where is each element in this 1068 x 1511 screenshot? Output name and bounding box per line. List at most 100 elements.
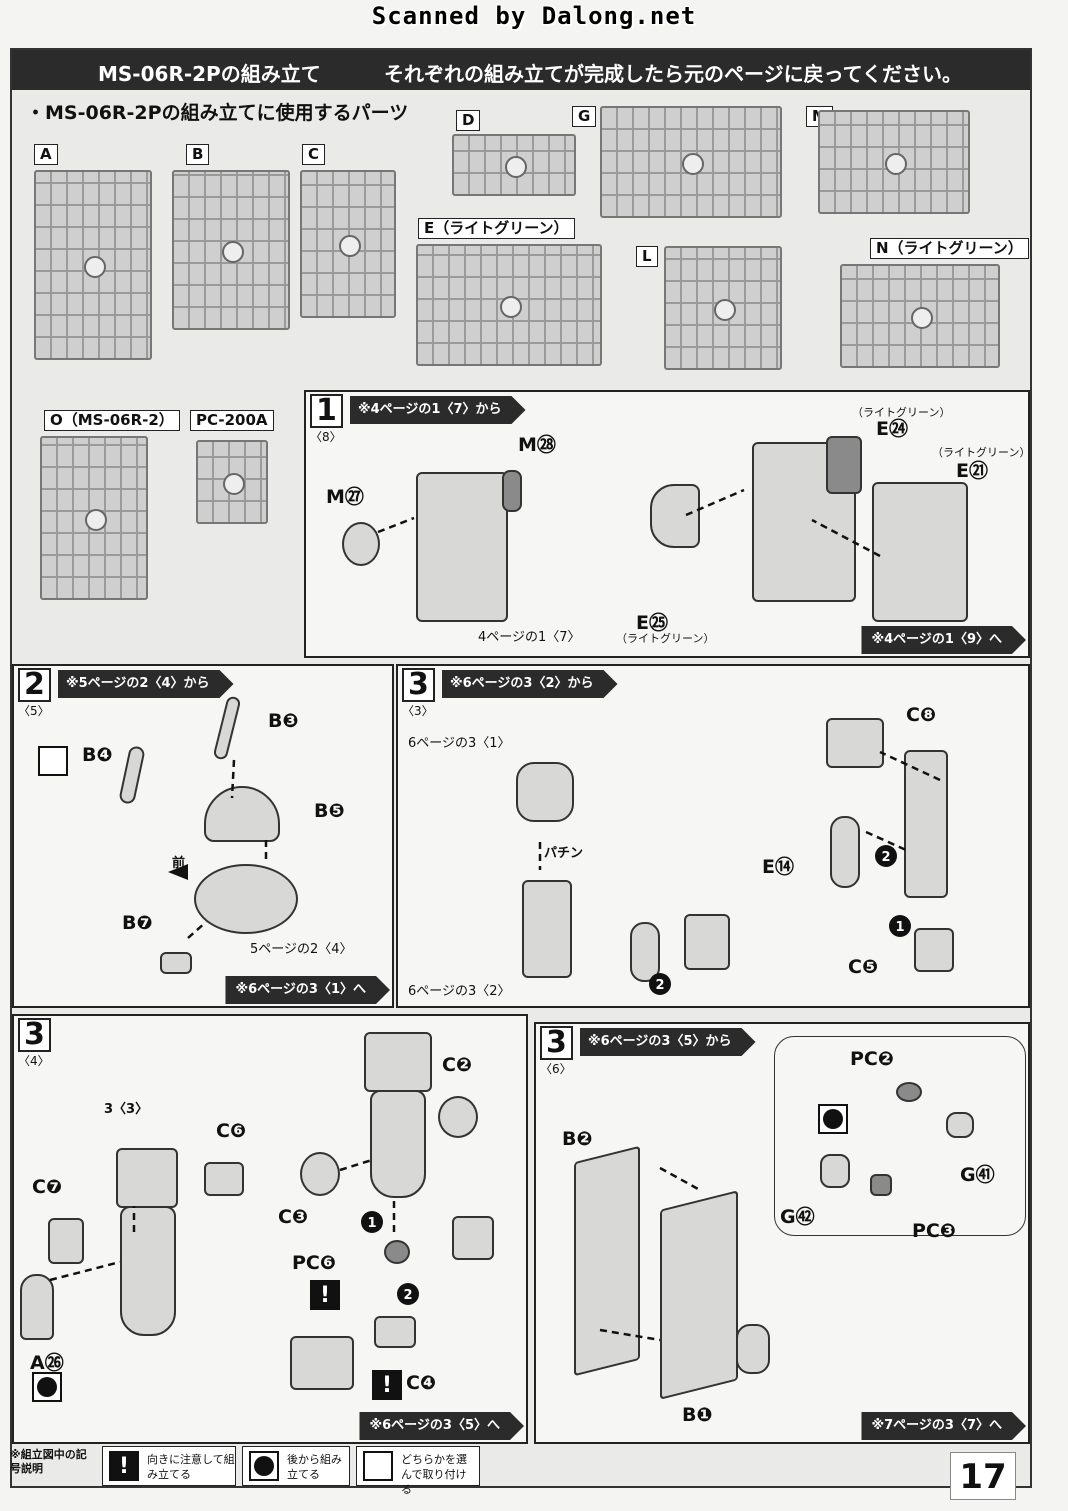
page-header: MS-06R-2Pの組み立て それぞれの組み立てが完成したら元のページに戻ってく… — [12, 50, 1030, 90]
either-choice-icon-legend — [363, 1451, 393, 1481]
label-c2: C❷ — [442, 1054, 473, 1076]
runner-pc-image — [196, 440, 268, 524]
part-c2 — [438, 1096, 478, 1138]
runner-e-image — [416, 244, 602, 366]
parts-heading: ・MS-06R-2Pの組み立てに使用するパーツ — [26, 102, 409, 124]
part-g41 — [946, 1112, 974, 1138]
pc-subassembly-callout — [774, 1036, 1026, 1236]
label-m27: M㉗ — [326, 486, 364, 508]
step3-3-sub: 〈3〉 — [402, 704, 434, 718]
backpack-thruster-a — [502, 470, 522, 512]
shoulder-block — [364, 1032, 432, 1092]
part-c4 — [374, 1316, 416, 1348]
part-pc6 — [384, 1240, 410, 1264]
step2-to-tag: ※6ページの3〈1〉へ — [225, 976, 390, 1004]
runner-label-d: D — [456, 110, 481, 131]
step3-3-ref2: 6ページの3〈2〉 — [408, 984, 511, 999]
scan-watermark: Scanned by Dalong.net — [371, 2, 697, 30]
detail-inset-right — [684, 914, 730, 970]
runner-label-c: C — [302, 144, 326, 165]
part-e21 — [872, 482, 968, 622]
runner-n-image — [840, 264, 1000, 368]
part-c3 — [300, 1152, 340, 1196]
label-m28: M㉘ — [518, 434, 556, 456]
part-e14 — [830, 816, 860, 888]
label-g42: G㊷ — [780, 1206, 815, 1228]
step2-from-tag: ※5ページの2〈4〉から — [58, 670, 234, 698]
label-e14: E⑭ — [762, 856, 794, 878]
either-choice-icon — [38, 746, 68, 776]
label-g41: G㊶ — [960, 1164, 995, 1186]
part-pc2 — [896, 1082, 922, 1102]
runner-g-image — [600, 106, 782, 218]
label-b1: B❶ — [682, 1404, 713, 1426]
runner-d-image — [452, 134, 576, 196]
svg-text:2: 2 — [403, 1288, 412, 1303]
runner-m-image — [818, 110, 970, 214]
step1-sub: 〈8〉 — [310, 430, 342, 444]
label-b2: B❷ — [562, 1128, 593, 1150]
legend-text-later: 後から組み立てる — [287, 1453, 342, 1481]
label-a26: A㉖ — [30, 1352, 64, 1374]
hinge-arm — [736, 1324, 770, 1374]
part-c5 — [914, 928, 954, 972]
runner-a-image — [34, 170, 152, 360]
runner-label-b: B — [186, 144, 210, 165]
part-pc3 — [870, 1174, 892, 1196]
orientation-warning-icon-c4: ! — [372, 1370, 402, 1400]
head-assembly — [194, 864, 298, 934]
part-m27 — [342, 522, 380, 566]
runner-label-a: A — [34, 144, 58, 165]
runner-label-pc: PC-200A — [190, 410, 274, 431]
detail-inset-left — [630, 922, 660, 982]
step1-panel: 1 〈8〉 ※4ページの1〈7〉から ※4ページの1〈9〉へ M㉗ M㉘ 4ペー… — [304, 390, 1030, 658]
runner-l-image — [664, 246, 782, 370]
step2-sub: 〈5〉 — [18, 704, 50, 718]
snap-label: パチン — [544, 846, 584, 861]
shoulder-joint — [516, 762, 574, 822]
label-e24: E㉔ — [876, 418, 908, 440]
label-c6: C❻ — [216, 1120, 247, 1142]
label-pc2: PC❷ — [850, 1048, 894, 1070]
part-e25 — [650, 484, 700, 548]
step2-ref: 5ページの2〈4〉 — [250, 942, 353, 957]
label-b3: B❸ — [268, 710, 299, 732]
label-c4: C❹ — [406, 1372, 437, 1394]
upper-arm-block — [116, 1148, 178, 1208]
step3-4-to-tag: ※6ページの3〈5〉へ — [359, 1412, 524, 1440]
runner-label-g: G — [572, 106, 597, 127]
step1-from-tag: ※4ページの1〈7〉から — [350, 396, 526, 424]
arm-frame — [522, 880, 572, 978]
step1-ref: 4ページの1〈7〉 — [478, 630, 581, 645]
step3-6-to-tag: ※7ページの3〈7〉へ — [861, 1412, 1026, 1440]
legend-title: ※組立図中の記号説明 — [10, 1448, 87, 1475]
runner-label-o: O（MS-06R-2） — [44, 410, 180, 431]
c4-detail-inset — [290, 1336, 354, 1390]
orientation-warning-icon: ! — [310, 1280, 340, 1310]
label-lightgreen-e25: （ライトグリーン） — [616, 632, 715, 645]
label-c8: C❽ — [906, 704, 937, 726]
runner-label-l: L — [636, 246, 658, 267]
runner-c-image — [300, 170, 396, 318]
legend-text-orientation: 向きに注意して組み立てる — [147, 1453, 235, 1481]
label-c3: C❸ — [278, 1206, 309, 1228]
part-b7 — [160, 952, 192, 974]
step3-4-sub: 〈4〉 — [18, 1054, 50, 1068]
forearm-assembly — [120, 1206, 176, 1336]
step1-number: 1 — [310, 394, 343, 428]
step2-panel: 2 〈5〉 ※5ページの2〈4〉から ※6ページの3〈1〉へ B❹ B❸ B❺ … — [12, 664, 394, 1008]
runner-o-image — [40, 436, 148, 600]
assemble-later-icon-pc — [818, 1104, 848, 1134]
step3-4-panel: 3 〈4〉 ※6ページの3〈5〉へ 3〈3〉 C❻ C❼ A㉖ C❷ C❸ PC… — [12, 1014, 528, 1444]
part-c6 — [204, 1162, 244, 1196]
legend-item-choice: どちらかを選んで取り付ける — [356, 1446, 480, 1496]
step3-6-number: 3 — [540, 1026, 573, 1060]
step3-6-from-tag: ※6ページの3〈5〉から — [580, 1028, 756, 1056]
torso-assembly-a — [416, 472, 508, 622]
pc6-detail-inset — [452, 1216, 494, 1260]
part-c8 — [826, 718, 884, 768]
step3-4-number: 3 — [18, 1018, 51, 1052]
runner-b-image — [172, 170, 290, 330]
svg-text:1: 1 — [367, 1216, 376, 1231]
legend-item-later: 後から組み立てる — [242, 1446, 350, 1486]
